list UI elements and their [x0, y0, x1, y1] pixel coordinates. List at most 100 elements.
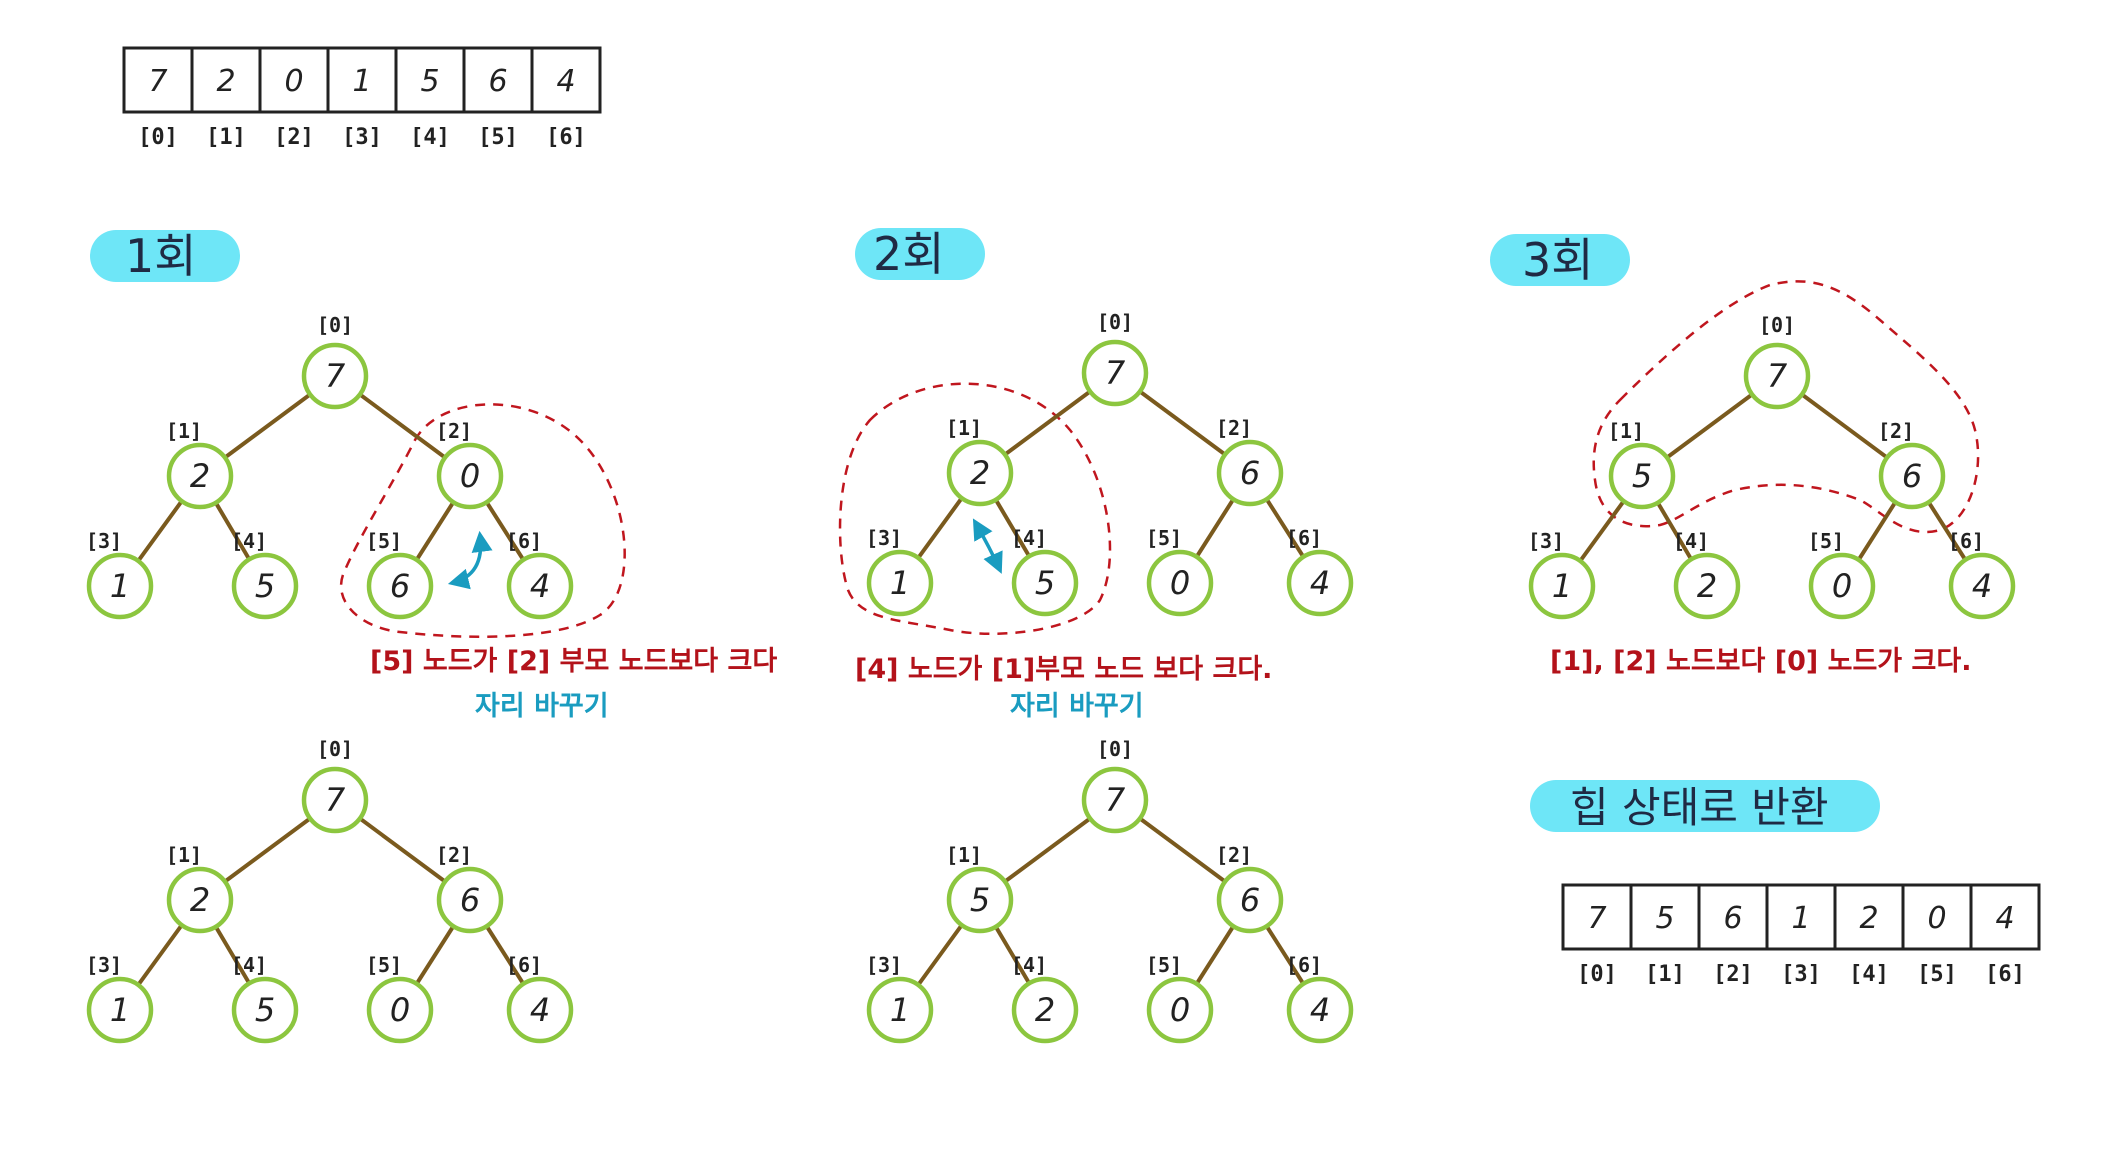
round-3-pill: 3회	[1490, 233, 1630, 287]
tree-node	[946, 866, 1014, 934]
tree-node-index: [1]	[166, 419, 202, 443]
tree-node-value: 6	[460, 881, 480, 919]
array-index-label: [1]	[1645, 962, 1685, 987]
tree-node-index: [4]	[1673, 529, 1709, 553]
tree-node-index: [1]	[946, 416, 982, 440]
array-index-label: [4]	[410, 125, 450, 150]
tree-node	[1286, 976, 1354, 1044]
tree-node	[506, 976, 574, 1044]
tree-node-index: [6]	[1948, 529, 1984, 553]
tree-node-index: [3]	[86, 953, 122, 977]
round-1-label: 1회	[125, 229, 197, 283]
array-cell-value: 5	[420, 64, 439, 99]
tree-node-value: 1	[110, 567, 130, 605]
tree-node-value: 1	[110, 991, 130, 1029]
array-cell-value: 7	[1587, 901, 1606, 936]
tree-node	[1878, 442, 1946, 510]
tree-node	[166, 442, 234, 510]
tree-node-value: 4	[530, 991, 550, 1029]
tree-node	[1216, 866, 1284, 934]
round-2-action: 자리 바꾸기	[1010, 691, 1144, 722]
array-index-label: [0]	[138, 125, 178, 150]
array-index-label: [2]	[1713, 962, 1753, 987]
result-array: 7[0]5[1]6[2]1[3]2[4]0[5]4[6]	[1561, 883, 2041, 987]
array-cell-value: 2	[216, 64, 235, 99]
tree-node	[166, 866, 234, 934]
tree-node	[1146, 976, 1214, 1044]
array-cell-value: 1	[352, 64, 371, 99]
round-1-tree-after: 7[0]2[1]6[2]1[3]5[4]0[5]4[6]	[86, 737, 574, 1044]
tree-node	[1216, 439, 1284, 507]
tree-node-index: [4]	[1011, 526, 1047, 550]
round-3-tree-before: 7[0]5[1]6[2]1[3]2[4]0[5]4[6]	[1528, 313, 2016, 620]
tree-node-index: [1]	[1608, 419, 1644, 443]
tree-node-value: 0	[1170, 564, 1190, 602]
array-cell-value: 5	[1655, 901, 1674, 936]
tree-node-index: [4]	[231, 953, 267, 977]
array-cell-value: 6	[488, 64, 507, 99]
tree-node	[1948, 552, 2016, 620]
tree-node	[1808, 552, 1876, 620]
tree-node	[1286, 549, 1354, 617]
array-cell-value: 2	[1859, 901, 1878, 936]
array-cell	[190, 46, 262, 114]
tree-node	[866, 549, 934, 617]
round-1-action: 자리 바꾸기	[475, 691, 609, 722]
array-cell-value: 7	[148, 64, 167, 99]
tree-node-index: [4]	[231, 529, 267, 553]
tree-node-index: [0]	[317, 313, 353, 337]
array-cell-value: 6	[1723, 901, 1742, 936]
tree-node-index: [2]	[1878, 419, 1914, 443]
tree-node	[301, 342, 369, 410]
tree-node-value: 1	[890, 564, 910, 602]
array-cell-value: 4	[556, 64, 575, 99]
tree-node	[86, 552, 154, 620]
tree-node	[366, 552, 434, 620]
round-1-tree-before: 7[0]2[1]0[2]1[3]5[4]6[5]4[6]	[86, 313, 574, 620]
tree-node-value: 5	[1035, 564, 1055, 602]
tree-node-value: 0	[1832, 567, 1852, 605]
tree-node-value: 6	[1240, 454, 1260, 492]
tree-node-index: [0]	[1097, 737, 1133, 761]
array-cell-value: 4	[1995, 901, 2014, 936]
round-2-subtree-highlight	[838, 382, 1112, 635]
tree-node	[231, 552, 299, 620]
round-2-note: [4] 노드가 [1]부모 노드 보다 크다.	[855, 654, 1272, 685]
tree-node-index: [6]	[506, 529, 542, 553]
round-2-label: 2회	[873, 227, 945, 281]
tree-node-index: [3]	[86, 529, 122, 553]
array-index-label: [2]	[274, 125, 314, 150]
tree-node-index: [2]	[1216, 416, 1252, 440]
tree-node-index: [5]	[366, 529, 402, 553]
tree-node-index: [0]	[317, 737, 353, 761]
array-cell	[530, 46, 602, 114]
tree-node-value: 4	[530, 567, 550, 605]
tree-node-index: [5]	[1146, 526, 1182, 550]
tree-node-index: [1]	[166, 843, 202, 867]
tree-node-value: 7	[1105, 781, 1126, 819]
array-index-label: [1]	[206, 125, 246, 150]
round-2-tree-after: 7[0]5[1]6[2]1[3]2[4]0[5]4[6]	[866, 737, 1354, 1044]
tree-node-value: 4	[1310, 991, 1330, 1029]
tree-node-index: [6]	[1286, 953, 1322, 977]
array-cell-value: 0	[284, 64, 303, 99]
tree-node-index: [1]	[946, 843, 982, 867]
tree-node	[436, 442, 504, 510]
round-2-pill: 2회	[855, 227, 985, 281]
tree-node-value: 7	[325, 357, 346, 395]
tree-node-value: 5	[255, 567, 275, 605]
tree-node	[1608, 442, 1676, 510]
array-cell	[1901, 883, 1973, 951]
tree-node-value: 2	[1035, 991, 1055, 1029]
tree-node	[1528, 552, 1596, 620]
tree-node-value: 2	[190, 881, 210, 919]
array-cell	[394, 46, 466, 114]
array-index-label: [5]	[478, 125, 518, 150]
tree-node	[1743, 342, 1811, 410]
tree-node	[1081, 766, 1149, 834]
array-index-label: [6]	[1985, 962, 2025, 987]
round-3-note: [1], [2] 노드보다 [0] 노드가 크다.	[1550, 646, 1971, 677]
tree-node-index: [6]	[506, 953, 542, 977]
tree-node-value: 7	[1105, 354, 1126, 392]
